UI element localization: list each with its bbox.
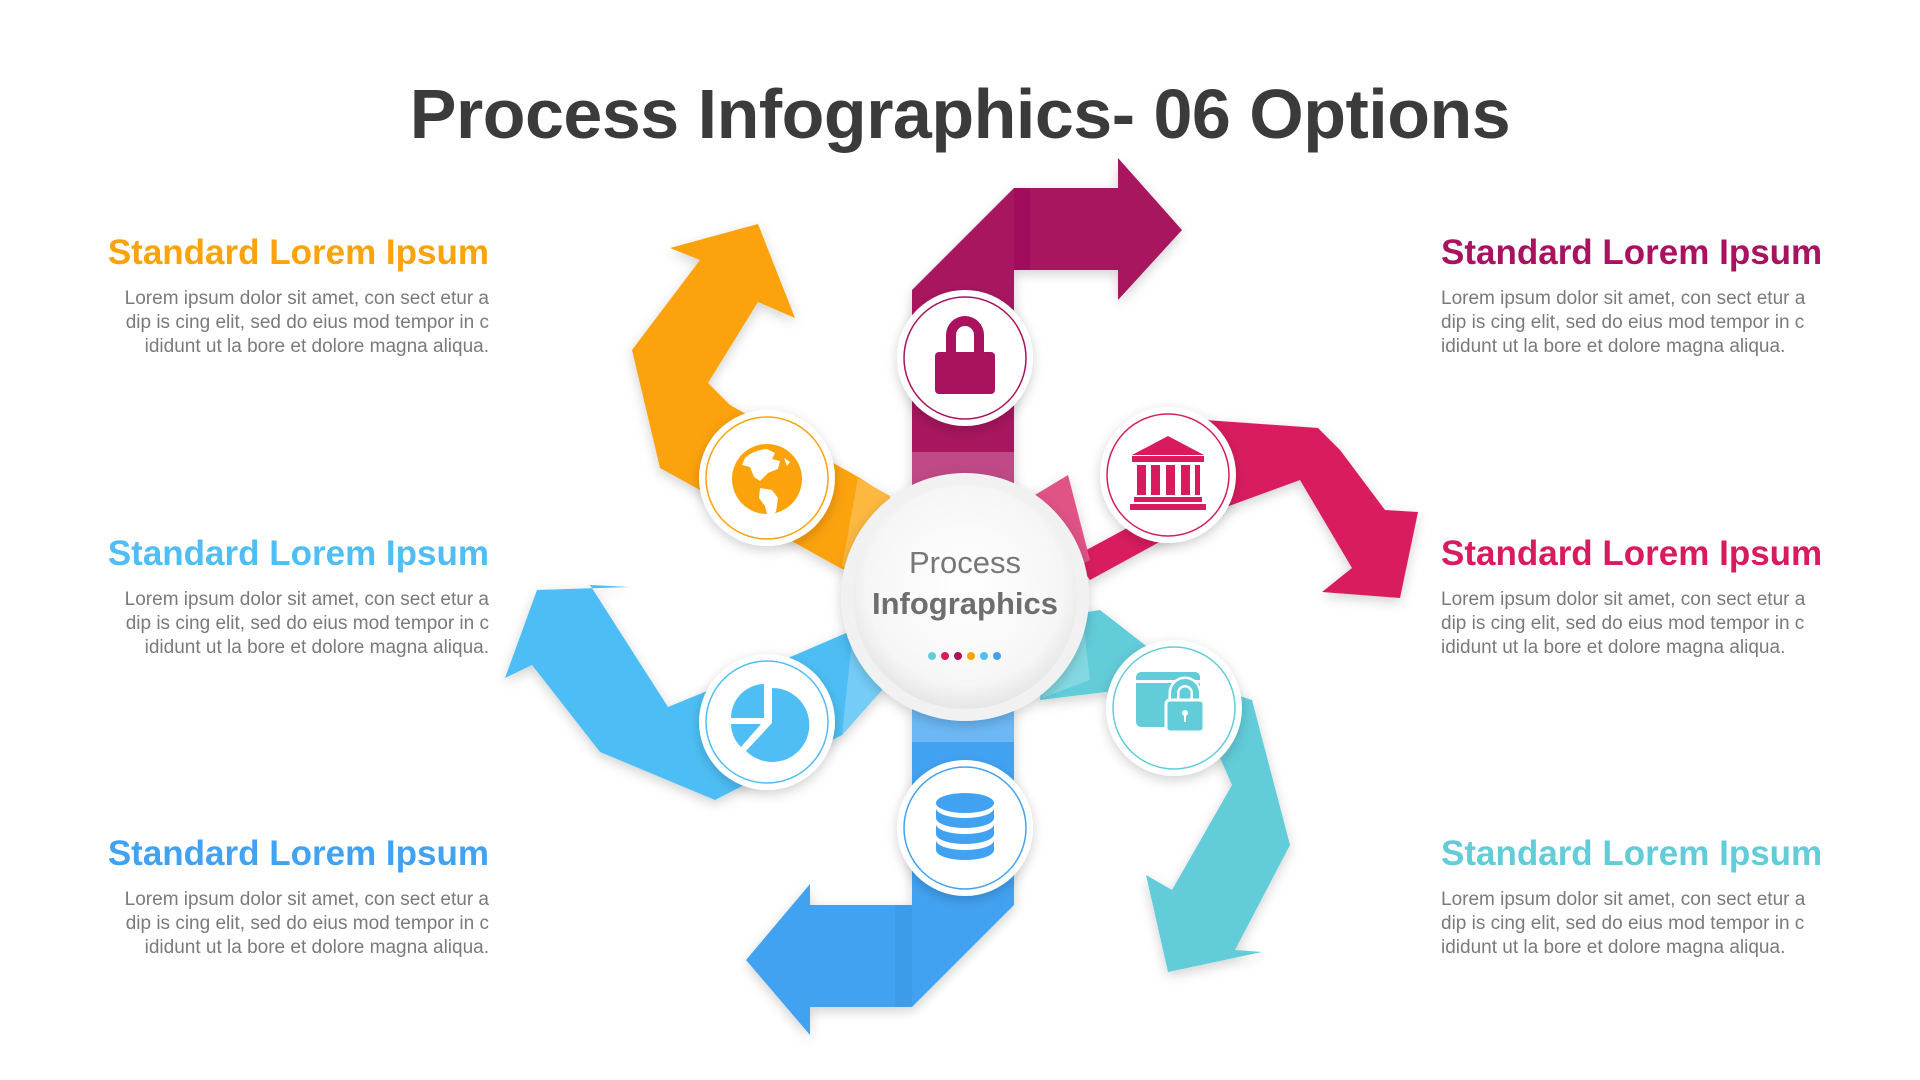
description-line: Lorem ipsum dolor sit amet, con sect etu… [124,589,489,610]
description-line: dip is cing elit, sed do eius mod tempor… [125,613,489,634]
description-line: ididunt ut la bore et dolore magna aliqu… [1441,937,1786,958]
description-line: dip is cing elit, sed do eius mod tempor… [1441,613,1805,634]
description-line: Lorem ipsum dolor sit amet, con sect etu… [124,889,489,910]
dot-4 [967,652,975,660]
option-heading: Standard Lorem Ipsum [1441,233,1823,272]
description-line: ididunt ut la bore et dolore magna aliqu… [144,937,489,958]
description-line: Lorem ipsum dolor sit amet, con sect etu… [124,288,489,309]
database-badge [897,760,1033,896]
option-block-left-middle: Standard Lorem Ipsum Lorem ipsum dolor s… [89,534,489,660]
option-heading: Standard Lorem Ipsum [1441,834,1823,873]
globe-badge [699,410,835,546]
dot-6 [993,652,1001,660]
description-line: Lorem ipsum dolor sit amet, con sect etu… [1441,889,1806,910]
lock-badge [897,290,1033,426]
box-lock-icon [1136,672,1206,734]
dot-1 [928,652,936,660]
lock-icon [935,316,995,394]
option-description: Lorem ipsum dolor sit amet, con sect etu… [89,588,489,660]
option-description: Lorem ipsum dolor sit amet, con sect etu… [1441,888,1841,960]
dot-2 [941,652,949,660]
option-description: Lorem ipsum dolor sit amet, con sect etu… [89,888,489,960]
database-icon [936,793,994,860]
center-title-line2: Infographics [871,586,1058,621]
arrow-option-left-middle [505,585,895,800]
center-dots [928,652,1001,660]
bank-icon [1130,436,1206,510]
center-title-line1: Process [909,545,1021,580]
box-lock-badge [1106,640,1242,776]
description-line: ididunt ut la bore et dolore magna aliqu… [144,637,489,658]
globe-icon [732,444,802,518]
option-block-right-bottom: Standard Lorem Ipsum Lorem ipsum dolor s… [1441,834,1841,960]
option-block-left-top: Standard Lorem Ipsum Lorem ipsum dolor s… [89,233,489,359]
dot-3 [954,652,962,660]
option-block-right-top: Standard Lorem Ipsum Lorem ipsum dolor s… [1441,233,1841,359]
option-description: Lorem ipsum dolor sit amet, con sect etu… [89,287,489,359]
pie-chart-icon [730,684,810,762]
option-heading: Standard Lorem Ipsum [107,233,489,272]
description-line: dip is cing elit, sed do eius mod tempor… [1441,312,1805,333]
description-line: ididunt ut la bore et dolore magna aliqu… [1441,637,1786,658]
description-line: ididunt ut la bore et dolore magna aliqu… [1441,336,1786,357]
option-description: Lorem ipsum dolor sit amet, con sect etu… [1441,588,1841,660]
option-heading: Standard Lorem Ipsum [107,834,489,873]
pie-chart-badge [699,654,835,790]
option-heading: Standard Lorem Ipsum [1441,534,1823,573]
description-line: dip is cing elit, sed do eius mod tempor… [1441,913,1805,934]
option-description: Lorem ipsum dolor sit amet, con sect etu… [1441,287,1841,359]
center-hub [841,473,1089,721]
description-line: ididunt ut la bore et dolore magna aliqu… [144,336,489,357]
description-line: Lorem ipsum dolor sit amet, con sect etu… [1441,288,1806,309]
description-line: dip is cing elit, sed do eius mod tempor… [125,312,489,333]
description-line: Lorem ipsum dolor sit amet, con sect etu… [1441,589,1806,610]
description-line: dip is cing elit, sed do eius mod tempor… [125,913,489,934]
bank-badge [1100,407,1236,543]
page-title: Process Infographics- 06 Options [409,75,1511,153]
option-block-right-middle: Standard Lorem Ipsum Lorem ipsum dolor s… [1441,534,1841,660]
option-block-left-bottom: Standard Lorem Ipsum Lorem ipsum dolor s… [89,834,489,960]
option-heading: Standard Lorem Ipsum [107,534,489,573]
dot-5 [980,652,988,660]
